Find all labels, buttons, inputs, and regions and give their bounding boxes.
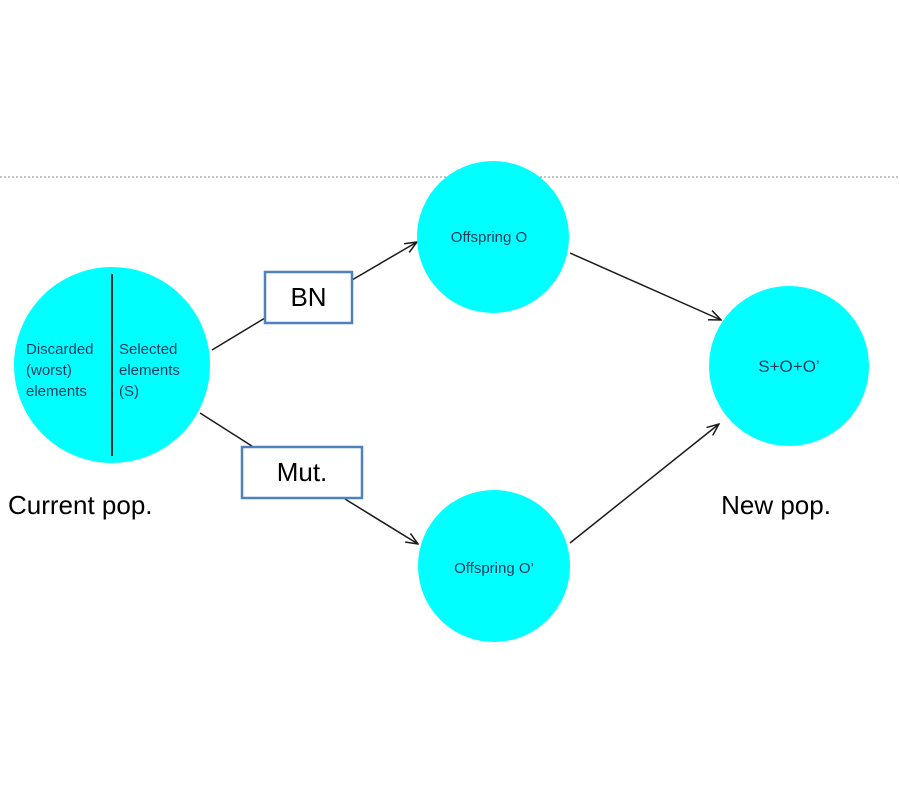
current-population-node: Discarded (worst) elements Selected elem… — [14, 267, 210, 463]
discarded-line-1: Discarded — [26, 341, 94, 358]
bn-operator-box: BN — [263, 270, 354, 325]
mutation-label: Mut. — [277, 457, 328, 487]
selected-line-2: elements — [119, 362, 180, 379]
offspring-o-prime-circle — [418, 490, 570, 642]
selected-elements-label: Selected elements (S) — [119, 341, 184, 400]
new-population-circle — [709, 286, 869, 446]
arrow-mutation-to-offspring-o-prime — [344, 498, 418, 544]
offspring-o-node: Offspring O — [417, 161, 569, 313]
arrow-to-bn — [211, 317, 266, 351]
current-population-caption: Current pop. — [8, 490, 153, 520]
offspring-o-circle — [417, 161, 569, 313]
selected-line-1: Selected — [119, 341, 177, 358]
arrow-offspring-o-to-new-pop — [569, 252, 721, 320]
mutation-operator-box: Mut. — [240, 445, 364, 500]
bn-label: BN — [290, 282, 326, 312]
offspring-o-label: Offspring O — [451, 229, 527, 246]
offspring-o-prime-node: Offspring O’ — [418, 490, 570, 642]
selected-line-3: (S) — [119, 383, 139, 400]
new-population-label: S+O+O’ — [758, 357, 819, 376]
discarded-line-2: (worst) — [26, 362, 72, 379]
bn-box-frame — [263, 270, 354, 325]
new-population-caption: New pop. — [721, 490, 831, 520]
discarded-elements-label: Discarded (worst) elements — [26, 341, 98, 400]
arrow-to-mutation — [199, 412, 256, 449]
arrow-bn-to-offspring-o — [351, 242, 417, 281]
mutation-box-frame — [240, 445, 364, 500]
new-population-node: S+O+O’ — [709, 286, 869, 446]
arrow-offspring-o-prime-to-new-pop — [569, 424, 719, 544]
discarded-line-3: elements — [26, 383, 87, 400]
offspring-o-prime-label: Offspring O’ — [454, 560, 534, 577]
